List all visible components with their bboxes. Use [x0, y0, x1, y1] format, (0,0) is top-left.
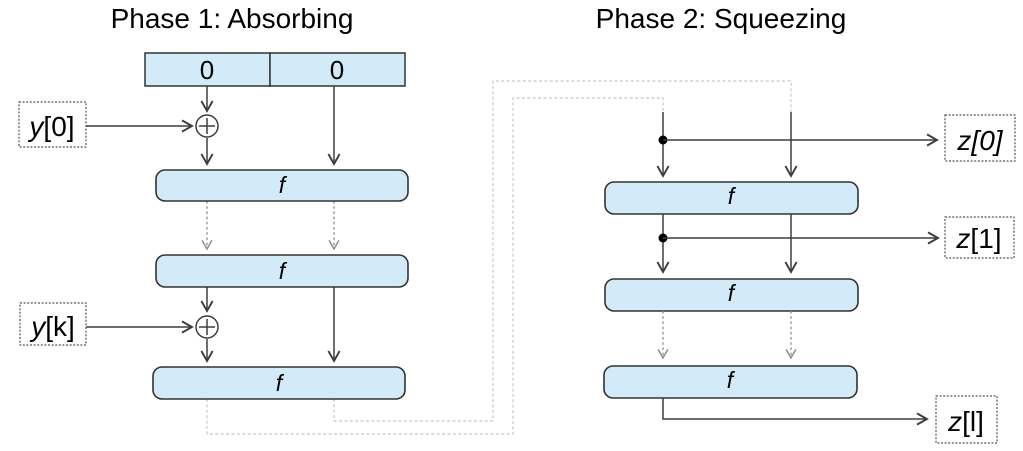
absorb-round-3: f — [152, 366, 406, 400]
rate-connector-wire — [206, 97, 664, 435]
squeeze-round-1: f — [604, 181, 859, 215]
xor-icon — [195, 315, 219, 339]
absorb-round-2: f — [155, 254, 409, 288]
state-cell-capacity — [269, 52, 406, 87]
phase-absorbing: Phase 1: Absorbing 0 0 — [18, 3, 409, 400]
phase-squeezing: Phase 2: Squeezing f f f — [596, 3, 1016, 444]
state-register: 0 0 — [144, 52, 406, 87]
input-y0-label: y[0] — [27, 111, 74, 142]
output-box-z0: z[0] — [944, 114, 1016, 162]
arrow-to-zl — [662, 398, 929, 426]
output-box-zl: z[l] — [935, 395, 998, 444]
output-z0-label: z[0] — [956, 125, 1003, 156]
output-box-z1: z[1] — [944, 216, 1015, 259]
squeeze-round-2-label: f — [728, 280, 737, 306]
input-box-y0: y[0] — [18, 101, 87, 148]
capacity-connector-wire — [333, 80, 792, 422]
absorb-round-3-label: f — [276, 370, 285, 396]
absorb-round-1-label: f — [279, 172, 288, 198]
state-cell-rate — [144, 52, 271, 87]
input-box-yk: y[k] — [19, 302, 87, 346]
squeeze-round-1-label: f — [728, 183, 737, 209]
squeeze-round-3-label: f — [727, 367, 736, 393]
xor-icon — [195, 114, 219, 138]
state-cell-capacity-label: 0 — [330, 55, 344, 85]
phase2-title: Phase 2: Squeezing — [596, 3, 847, 34]
squeeze-round-3: f — [603, 365, 858, 399]
output-z1-label: z[1] — [955, 223, 1001, 254]
phase1-title: Phase 1: Absorbing — [111, 3, 354, 34]
output-zl-label: z[l] — [947, 406, 984, 437]
input-yk-label: y[k] — [29, 311, 75, 342]
state-cell-rate-label: 0 — [200, 55, 214, 85]
absorb-round-1: f — [155, 169, 409, 202]
absorb-round-2-label: f — [279, 258, 288, 284]
squeeze-round-2: f — [604, 278, 859, 312]
